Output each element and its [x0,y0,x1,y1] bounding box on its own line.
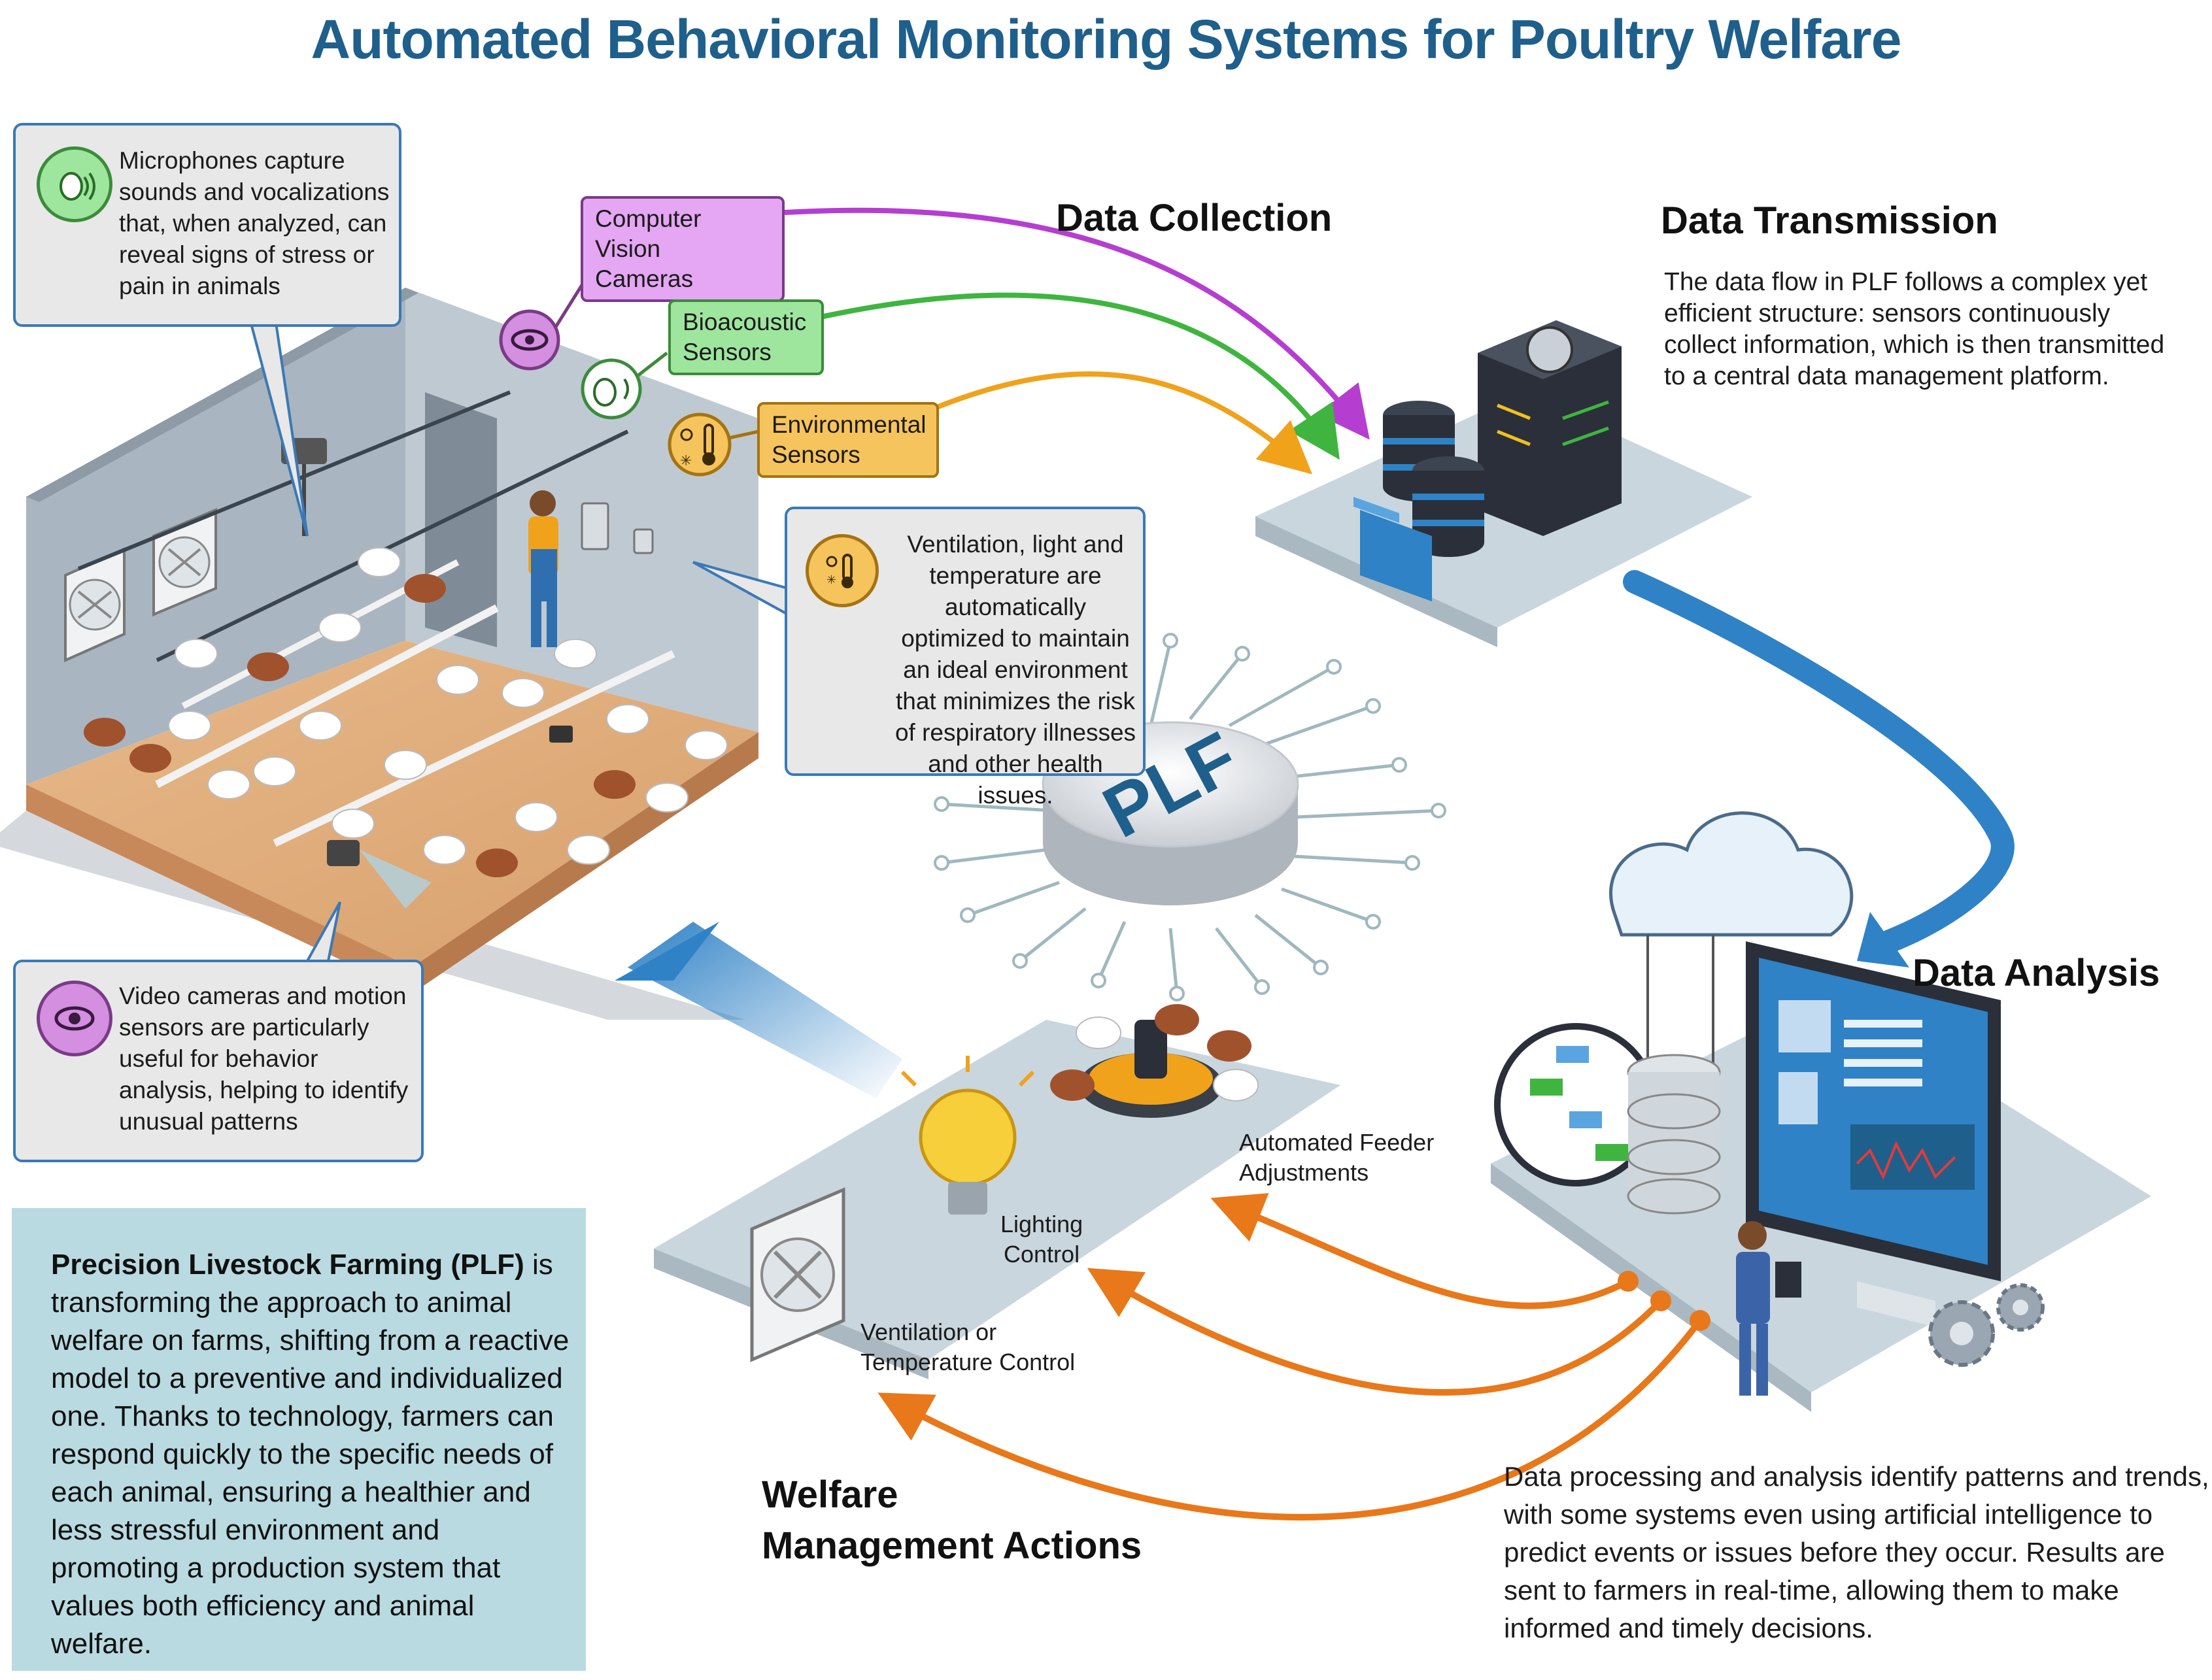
microphones-callout: Microphones capture sounds and vocalizat… [13,123,401,327]
server-icon [1255,320,1752,647]
barn-illustration [0,288,758,1020]
farmer-figure [528,490,558,647]
data-transmission-heading: Data Transmission [1661,199,1998,242]
transmission-description: The data flow in PLF follows a complex y… [1664,268,2165,390]
ventilation-callout: ✳ Ventilation, light and temperature are… [785,507,1146,809]
welfare-actions-heading: Welfare Management Actions [762,1473,1142,1567]
svg-text:✳: ✳ [680,453,692,469]
light-bulb-icon [900,1056,1035,1215]
fan-icon [750,1187,845,1362]
action-arrows [877,1193,1710,1520]
page-title: Automated Behavioral Monitoring Systems … [311,8,1902,70]
feeder-icon [1050,1004,1259,1118]
camera-sensor-tag: Computer Vision Cameras [581,196,785,302]
video-text: Video cameras and motion sensors are par… [119,983,409,1135]
bioacoustic-sensor-tag: Bioacoustic Sensors [668,299,824,375]
database-icon [1627,1054,1721,1215]
plf-summary-rest: is transforming the approach to animal w… [51,1249,570,1660]
microphones-text: Microphones capture sounds and vocalizat… [119,147,390,299]
chicken-sound-icon [581,358,642,420]
lighting-action-label: Lighting Control [1000,1211,1083,1268]
thermometer-sun-icon: ✳ [806,534,879,607]
plf-summary-text: Precision Livestock Farming (PLF) is tra… [51,1246,574,1663]
feeder-action-label: Automated Feeder Adjustments [1239,1129,1435,1186]
video-callout: Video cameras and motion sensors are par… [13,960,424,1162]
plf-summary-bold: Precision Livestock Farming (PLF) [51,1249,524,1281]
fan-icon [152,507,217,617]
eye-icon [499,309,560,371]
svg-text:✳: ✳ [826,573,836,587]
thermometer-sun-icon: ✳ [668,412,732,477]
data-analysis-heading: Data Analysis [1913,952,2160,994]
fan-icon [64,546,126,663]
ventilation-text-body: Ventilation, light and temperature are a… [894,531,1136,809]
chicken-sound-icon [37,146,112,222]
ventilation-text-full: Ventilation, light and temperature are a… [813,529,1140,811]
analysis-description: Data processing and analysis identify pa… [1504,1461,2209,1643]
data-collection-heading: Data Collection [1056,197,1333,239]
analyst-figure [1736,1221,1801,1396]
chickens [84,547,728,877]
monitor-icon [1746,941,2001,1327]
plf-summary-box: Precision Livestock Farming (PLF) is tra… [12,1208,586,1671]
ventilation-action-label: Ventilation or Temperature Control [860,1319,1076,1375]
gear-icon [1928,1283,2045,1367]
environmental-sensor-tag: Environmental Sensors [757,402,939,478]
eye-icon [37,981,112,1056]
